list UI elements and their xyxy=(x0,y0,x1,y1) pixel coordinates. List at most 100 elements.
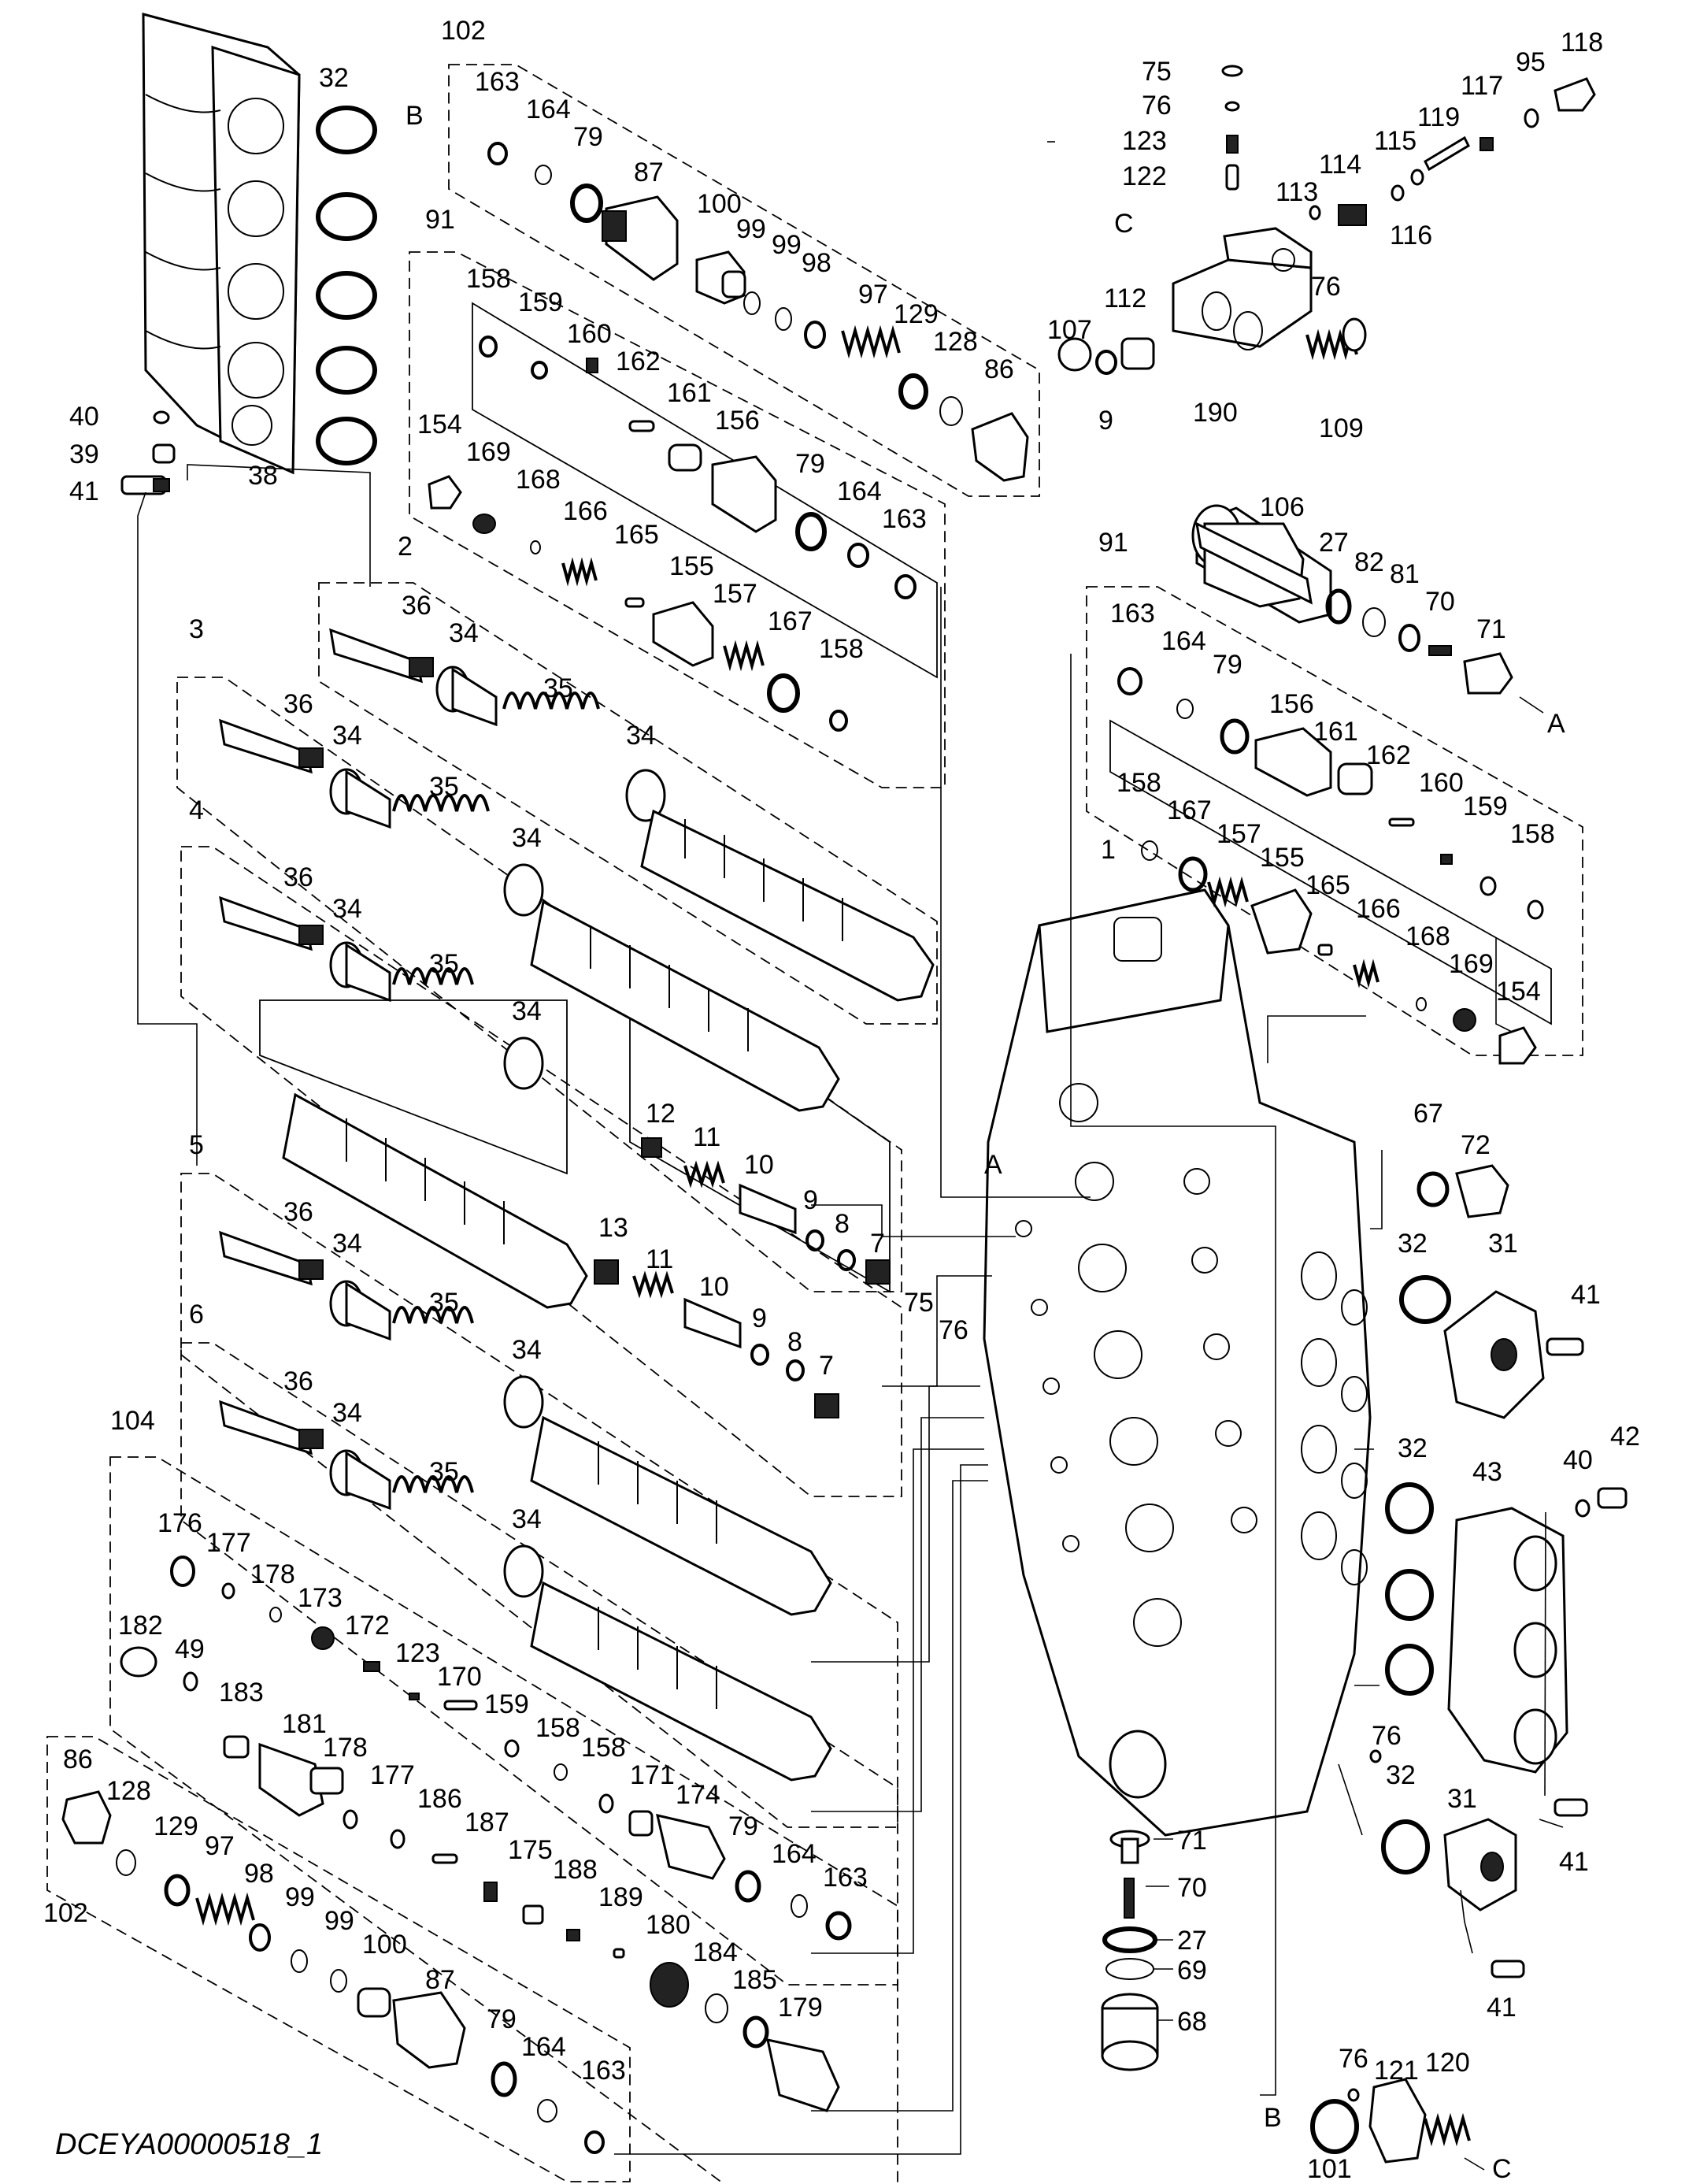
callout-79-b: 79 xyxy=(728,1811,758,1841)
callout-4: 4 xyxy=(189,795,204,825)
callout-13: 13 xyxy=(598,1213,628,1243)
spool-assembly-3 xyxy=(219,718,840,1112)
callout-9-top: 9 xyxy=(1098,406,1113,436)
callout-34-2a: 34 xyxy=(449,618,479,648)
callout-7-b: 7 xyxy=(819,1351,834,1381)
callout-162-a: 162 xyxy=(616,347,661,376)
callout-129-b: 129 xyxy=(154,1811,198,1841)
callout-34-4a: 34 xyxy=(332,894,362,924)
callout-162-r: 162 xyxy=(1366,740,1411,770)
spool-assembly-5 xyxy=(219,1230,839,1616)
callout-36-6: 36 xyxy=(283,1366,313,1396)
callout-36-2: 36 xyxy=(402,591,431,621)
callout-165-r: 165 xyxy=(1305,870,1350,900)
callout-128-b: 128 xyxy=(106,1776,151,1806)
callout-5: 5 xyxy=(189,1130,204,1160)
callout-166-a: 166 xyxy=(563,496,608,526)
callout-170: 170 xyxy=(437,1662,482,1692)
callout-34-6a: 34 xyxy=(332,1398,362,1428)
callout-6: 6 xyxy=(189,1300,204,1329)
letter-B-top: B xyxy=(406,101,424,131)
callout-123-a: 123 xyxy=(395,1638,440,1668)
callout-31-r1: 31 xyxy=(1488,1229,1518,1259)
callout-165-a: 165 xyxy=(614,520,659,550)
orings-32-column xyxy=(316,106,377,465)
callout-180: 180 xyxy=(646,1910,691,1940)
callout-7-a: 7 xyxy=(870,1229,885,1259)
callout-43: 43 xyxy=(1472,1457,1502,1487)
callout-100-top: 100 xyxy=(697,189,742,219)
callout-99-b: 99 xyxy=(285,1882,315,1912)
callout-40-r: 40 xyxy=(1563,1445,1593,1475)
callout-81: 81 xyxy=(1390,559,1420,589)
callout-86-top: 86 xyxy=(984,354,1014,384)
callout-161-a: 161 xyxy=(667,378,712,408)
callout-82: 82 xyxy=(1354,547,1384,577)
callout-76-mid: 76 xyxy=(939,1315,968,1345)
callout-99-top-a: 99 xyxy=(736,214,766,244)
callout-32-top: 32 xyxy=(319,63,349,93)
callout-79-top: 79 xyxy=(573,122,603,152)
callout-157-r: 157 xyxy=(1217,819,1261,849)
callout-11-a: 11 xyxy=(693,1122,720,1152)
callout-115: 115 xyxy=(1374,126,1417,156)
callout-76-r: 76 xyxy=(1372,1721,1402,1751)
plug-106-stack xyxy=(1195,521,1313,605)
callout-156-r: 156 xyxy=(1269,689,1314,719)
callout-118: 118 xyxy=(1561,28,1603,57)
callout-158-a: 158 xyxy=(466,264,511,294)
relief-valve-102-top xyxy=(487,142,1029,482)
callout-32-r2: 32 xyxy=(1398,1433,1428,1463)
leader-lines xyxy=(137,141,1564,2171)
callout-168-r: 168 xyxy=(1405,921,1450,951)
group-3-outline xyxy=(176,677,902,1292)
callout-159-r: 159 xyxy=(1463,792,1508,821)
callout-87-top: 87 xyxy=(634,158,664,187)
callout-178-a: 178 xyxy=(250,1559,295,1589)
callout-177-a: 177 xyxy=(206,1528,251,1558)
callout-158-r: 158 xyxy=(1510,819,1555,849)
callout-122-top: 122 xyxy=(1122,161,1167,191)
callout-163-a: 163 xyxy=(882,504,927,534)
callout-34-3b: 34 xyxy=(512,823,542,853)
callout-101: 101 xyxy=(1307,2154,1352,2184)
callout-32-r1: 32 xyxy=(1398,1229,1428,1259)
callout-75-top: 75 xyxy=(1142,57,1172,87)
callout-34-4b: 34 xyxy=(512,996,542,1026)
callout-35-3: 35 xyxy=(429,772,459,802)
callout-186: 186 xyxy=(417,1784,462,1814)
callout-158-b: 158 xyxy=(535,1713,580,1743)
callout-1: 1 xyxy=(1101,835,1116,865)
callout-75-mid: 75 xyxy=(904,1288,934,1318)
callout-98-b: 98 xyxy=(244,1859,274,1889)
callout-113: 113 xyxy=(1276,177,1318,207)
callout-160-a: 160 xyxy=(567,319,612,349)
callout-79-r: 79 xyxy=(1213,650,1242,680)
callout-27-b: 27 xyxy=(1177,1926,1207,1956)
callout-32-r3: 32 xyxy=(1386,1760,1416,1790)
callout-107: 107 xyxy=(1047,315,1092,345)
callout-97-top: 97 xyxy=(858,280,888,310)
callout-184: 184 xyxy=(693,1937,738,1967)
callout-181: 181 xyxy=(282,1709,327,1739)
group-104-parts xyxy=(120,1555,852,2112)
callout-10-a: 10 xyxy=(744,1150,774,1180)
callout-161-r: 161 xyxy=(1313,717,1358,747)
spool-assembly-6 xyxy=(219,1400,832,1782)
callout-154-r: 154 xyxy=(1496,977,1541,1007)
callout-171: 171 xyxy=(630,1760,675,1790)
callout-10-b: 10 xyxy=(699,1272,729,1302)
callout-172: 172 xyxy=(345,1611,390,1641)
callout-71-top: 71 xyxy=(1476,614,1506,644)
callout-109: 109 xyxy=(1319,413,1364,443)
callout-102-b: 102 xyxy=(43,1898,88,1928)
callout-114: 114 xyxy=(1319,150,1361,180)
callout-42: 42 xyxy=(1610,1422,1640,1452)
relief-valve-102-bottom xyxy=(61,1790,605,2154)
callout-31-r2: 31 xyxy=(1447,1784,1477,1814)
callout-164-top: 164 xyxy=(526,95,571,124)
group-91-top-parts xyxy=(428,336,917,732)
callout-176: 176 xyxy=(157,1508,202,1538)
callout-38: 38 xyxy=(248,461,278,491)
